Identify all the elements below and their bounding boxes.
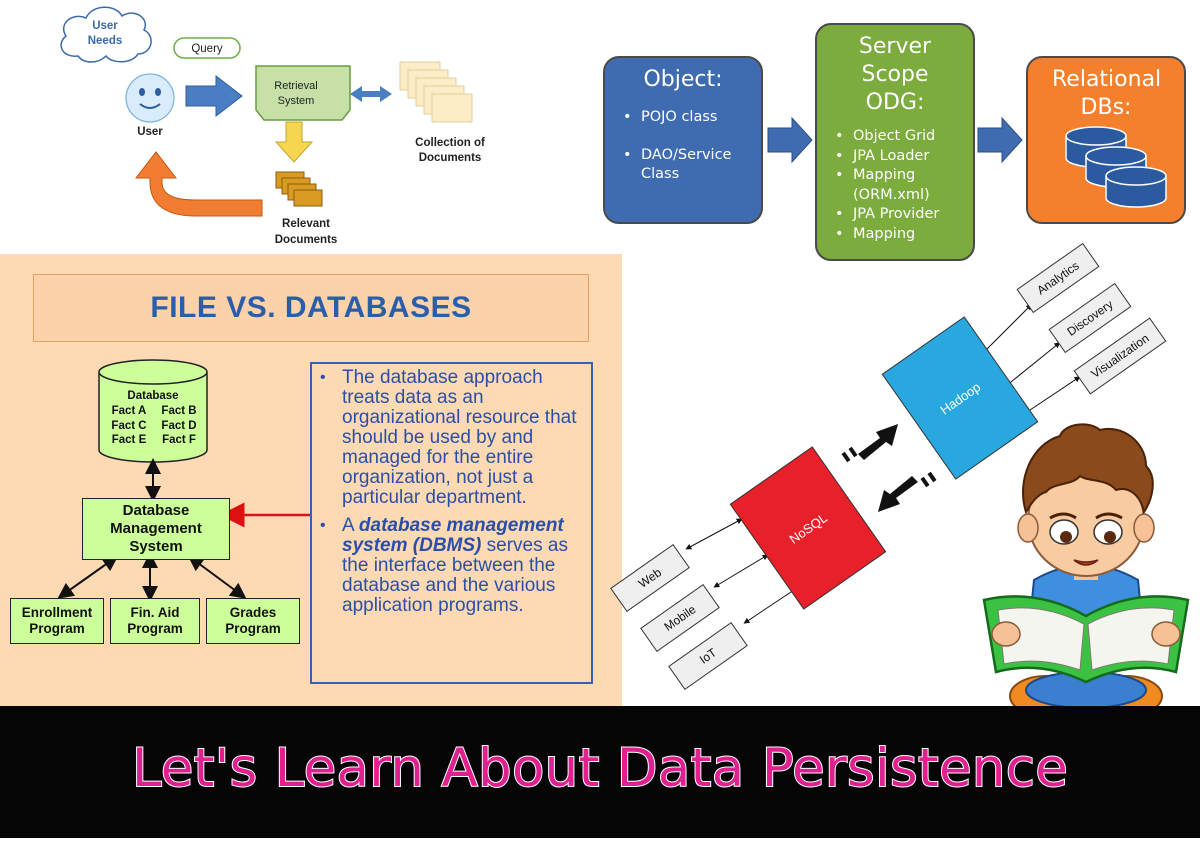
- title-banner: [0, 706, 1200, 838]
- retrieval-system-box: [255, 65, 351, 121]
- fvd-title-box: FILE VS. DATABASES: [33, 274, 589, 342]
- boy-reading-book-icon: [982, 423, 1190, 717]
- program-label: Fin. Aid Program: [127, 605, 183, 636]
- object-item: DAO/Service Class: [623, 146, 761, 185]
- user-label: User: [137, 126, 163, 138]
- server-item: JPA Provider: [835, 205, 973, 225]
- fact-item: Fact C: [111, 419, 147, 432]
- svg-text:Needs: Needs: [88, 35, 123, 47]
- server-item: Mapping: [835, 225, 973, 245]
- fvd-bullet-text: A: [342, 515, 359, 536]
- arrow-right-icon: [977, 116, 1023, 164]
- bigdata-diagram: Hadoop NoSQL Analytics Discovery Visuali…: [610, 242, 1167, 690]
- user-needs-cloud: User Needs: [60, 6, 152, 63]
- object-title: Object:: [643, 67, 723, 92]
- relevant-documents-icon: [275, 171, 323, 207]
- feedback-arrow-icon: [134, 151, 263, 217]
- fvd-bullet: The database approach treats data as an …: [320, 368, 585, 508]
- program-box: Fin. Aid Program: [110, 598, 200, 644]
- hadoop-rect: [881, 316, 1039, 480]
- file-vs-databases-panel: FILE VS. DATABASES Database Fact A Fact …: [0, 254, 622, 706]
- arrow-to-retrieval-icon: [185, 74, 243, 118]
- fvd-title: FILE VS. DATABASES: [150, 291, 472, 324]
- flow-arrow-down-icon: [878, 471, 937, 512]
- database-cylinder-icon: [98, 359, 208, 463]
- database-label: Database: [127, 390, 179, 402]
- user-needs-label: User: [92, 20, 118, 32]
- banner-title: Let's Learn About Data Persistence: [131, 737, 1069, 800]
- input-box: Web: [610, 544, 690, 612]
- fvd-bullet-emphasis: database management system (DBMS): [342, 515, 564, 556]
- odg-arrows: [767, 116, 1023, 164]
- program-label: Grades Program: [225, 605, 281, 636]
- relevant-label: Relevant: [282, 218, 330, 230]
- object-item: POJO class: [623, 108, 761, 128]
- svg-text:System: System: [278, 95, 315, 107]
- relational-dbs-box: Relational DBs:: [1026, 56, 1186, 224]
- query-label: Query: [191, 43, 223, 55]
- database-cylinders-icon: [1065, 126, 1167, 208]
- hadoop-box: Hadoop: [881, 316, 1039, 480]
- fvd-bullet: A database management system (DBMS) serv…: [320, 516, 585, 616]
- program-box: Grades Program: [206, 598, 300, 644]
- object-box: Object: POJO class DAO/Service Class: [603, 56, 763, 224]
- fact-item: Fact A: [111, 405, 147, 417]
- program-box: Enrollment Program: [10, 598, 104, 644]
- collection-label: Collection of: [415, 137, 485, 149]
- facts-grid: Fact A Fact B Fact C Fact D Fact E Fact …: [104, 404, 204, 448]
- fvd-bullet-text: The database approach treats data as an …: [342, 367, 577, 508]
- flow-arrow-up-icon: [841, 424, 898, 463]
- input-box: IoT: [668, 622, 748, 690]
- output-box: Analytics: [1016, 242, 1100, 314]
- server-item: Mapping (ORM.xml): [835, 166, 973, 205]
- fact-item: Fact B: [161, 405, 197, 417]
- ir-diagram: User Needs Query User Retrieval System C…: [60, 6, 485, 246]
- fvd-connectors: [57, 458, 310, 602]
- fvd-bullet-text: serves as the interface between the data…: [342, 535, 568, 616]
- nosql-rect: [729, 446, 887, 610]
- program-label: Enrollment Program: [21, 605, 93, 636]
- collection-documents-icon: [399, 61, 473, 123]
- server-item: JPA Loader: [835, 147, 973, 167]
- dbms-box: Database Management System: [82, 498, 230, 560]
- fact-item: Fact D: [161, 419, 197, 432]
- user-smiley-icon: [125, 73, 175, 123]
- query-tag: [173, 37, 241, 59]
- server-item: Object Grid: [835, 127, 973, 147]
- arrow-right-icon: [767, 116, 813, 164]
- arrow-down-icon: [274, 121, 314, 163]
- svg-text:Documents: Documents: [275, 234, 338, 246]
- fvd-text-box: The database approach treats data as an …: [310, 362, 593, 684]
- svg-text:Documents: Documents: [419, 152, 482, 164]
- nosql-box: NoSQL: [729, 446, 887, 610]
- double-arrow-icon: [350, 86, 392, 102]
- server-title: Server Scope ODG:: [858, 34, 932, 115]
- retrieval-system-label: Retrieval: [274, 80, 317, 92]
- relational-title: Relational DBs:: [1052, 67, 1162, 120]
- fact-item: Fact F: [162, 434, 196, 446]
- server-odg-box: Server Scope ODG: Object Grid JPA Loader…: [815, 23, 975, 261]
- dbms-label: Database Management System: [110, 502, 202, 555]
- fact-item: Fact E: [111, 434, 147, 446]
